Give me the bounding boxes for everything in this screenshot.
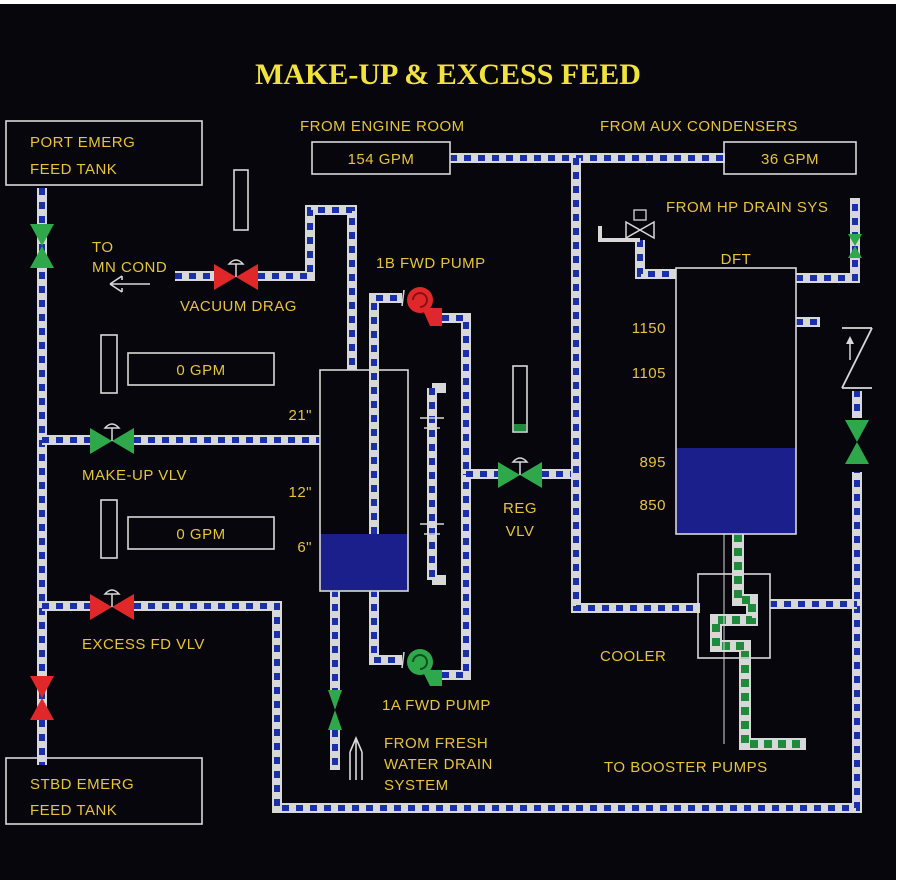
engine-room-flow: 154 GPM FROM ENGINE ROOM [300, 118, 465, 175]
port-tank-label-1: PORT EMERG [30, 134, 135, 151]
make-up-valve-label: MAKE-UP VLV [82, 467, 187, 484]
cooler: COOLER [600, 573, 771, 665]
hp-drain-valve[interactable] [848, 234, 862, 258]
fresh-water-label-1: FROM FRESH [384, 735, 488, 752]
to-mn-cond-label-2: MN COND [92, 259, 167, 276]
vacuum-drag-valve[interactable] [214, 259, 258, 290]
dft-level-1105: 1105 [632, 365, 666, 382]
feed-tank-level-6: 6" [297, 539, 312, 556]
vacuum-drag-label: VACUUM DRAG [180, 298, 297, 315]
pump-filter-lower [420, 523, 444, 535]
make-up-valve[interactable] [90, 423, 134, 454]
reg-valve-gauge [512, 365, 528, 433]
reg-valve-label-1: REG [503, 500, 537, 517]
excess-flow-readout: 0 GPM [127, 516, 275, 550]
pump-filter-upper [420, 417, 444, 429]
to-mn-cond-label-1: TO [92, 239, 114, 256]
aux-condensers-gpm: 36 GPM [761, 151, 819, 168]
booster-feed-line [710, 534, 806, 750]
cooler-label: COOLER [600, 648, 666, 665]
reg-valve[interactable] [498, 457, 542, 488]
make-up-gauge [100, 334, 118, 394]
check-valve [840, 325, 874, 391]
dft-level-850: 850 [639, 497, 666, 514]
fresh-water-label-2: WATER DRAIN [384, 756, 493, 773]
vacuum-drag-gauge [233, 169, 249, 231]
stbd-emerg-feed-tank: STBD EMERG FEED TANK [5, 757, 203, 825]
feed-tank-level-12: 12" [288, 484, 312, 501]
stbd-tank-label-2: FEED TANK [30, 802, 117, 819]
excess-gpm: 0 GPM [176, 526, 225, 543]
pipe-network [37, 153, 862, 813]
feed-tank-level-21: 21" [288, 407, 312, 424]
dft-label: DFT [721, 251, 752, 268]
port-emerg-feed-tank: PORT EMERG FEED TANK [5, 120, 203, 186]
engine-room-gpm: 154 GPM [348, 151, 415, 168]
port-tank-label-2: FEED TANK [30, 161, 117, 178]
pump-1a-icon[interactable] [401, 649, 442, 686]
dft-level-895: 895 [639, 454, 666, 471]
stbd-tank-label-1: STBD EMERG [30, 776, 134, 793]
relief-valve-icon [598, 209, 655, 242]
diagram-title: MAKE-UP & EXCESS FEED [255, 58, 641, 91]
excess-fd-valve[interactable] [90, 589, 134, 620]
stbd-tank-valve[interactable] [30, 676, 54, 720]
port-tank-valve[interactable] [30, 224, 54, 268]
fresh-water-valve[interactable] [328, 690, 342, 730]
dft-water [676, 448, 796, 534]
hp-drain-label: FROM HP DRAIN SYS [666, 199, 828, 216]
excess-gauge [100, 499, 118, 559]
to-booster-pumps-label: TO BOOSTER PUMPS [604, 759, 768, 776]
dft-tank: DFT 1150 1105 895 850 [632, 251, 797, 535]
aux-condensers-label: FROM AUX CONDENSERS [600, 118, 798, 135]
engine-room-label: FROM ENGINE ROOM [300, 118, 465, 135]
pump-1b-icon[interactable] [401, 287, 442, 326]
feed-tank-water [320, 534, 408, 591]
to-mn-cond-arrow [109, 275, 150, 293]
dft-outlet-valve[interactable] [845, 420, 869, 464]
make-up-gpm: 0 GPM [176, 362, 225, 379]
excess-fd-valve-label: EXCESS FD VLV [82, 636, 205, 653]
make-up-flow-readout: 0 GPM [127, 352, 275, 386]
pump-1a-label: 1A FWD PUMP [382, 697, 491, 714]
dft-level-1150: 1150 [632, 320, 666, 337]
reg-valve-label-2: VLV [506, 523, 535, 540]
feed-tank: 21" 12" 6" [288, 369, 409, 592]
pump-1b-label: 1B FWD PUMP [376, 255, 486, 272]
fresh-water-arrow [349, 735, 363, 780]
aux-condensers-flow: 36 GPM FROM AUX CONDENSERS [600, 118, 857, 175]
fresh-water-label-3: SYSTEM [384, 777, 449, 794]
